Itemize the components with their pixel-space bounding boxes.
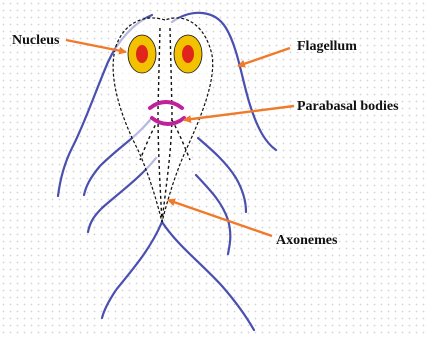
flagellum-arrow [238, 48, 290, 66]
nucleus-right [174, 35, 202, 73]
parabasal-bodies-label: Parabasal bodies [297, 99, 399, 114]
nucleus-left [128, 35, 156, 73]
flagellum-label: Flagellum [297, 39, 357, 54]
axonemes-label: Axonemes [276, 233, 338, 248]
posterior-flagellum-right [162, 222, 254, 330]
nucleus-label: Nucleus [12, 33, 60, 48]
lateral-flagellum-right-upper [198, 138, 246, 212]
posterior-flagellum-left [102, 222, 162, 318]
